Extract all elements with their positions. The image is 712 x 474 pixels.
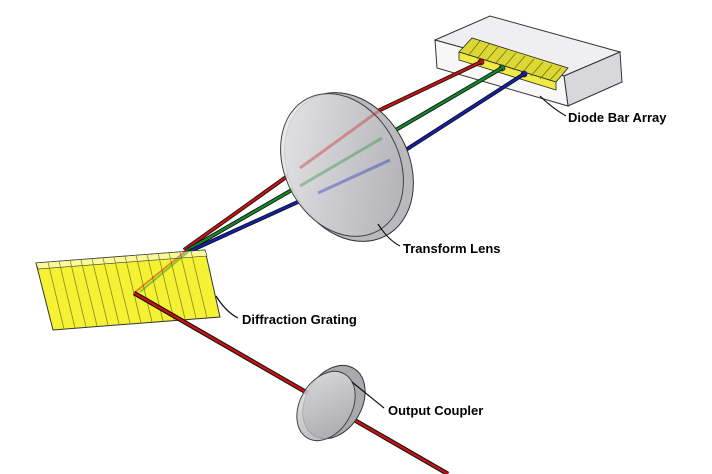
label-transform-lens: Transform Lens <box>403 241 501 256</box>
diode-bar-array <box>433 15 623 107</box>
output-coupler <box>296 364 366 442</box>
leader-diode-bar-array <box>539 95 567 117</box>
diffraction-grating <box>35 249 221 331</box>
beam-red-upper <box>182 60 482 252</box>
leader-diffraction-grating <box>215 295 239 319</box>
leader-transform-lens <box>377 223 401 247</box>
label-diode-bar-array: Diode Bar Array <box>568 110 667 125</box>
grating-grooves <box>47 250 208 330</box>
output-coupler-face <box>296 370 356 442</box>
leader-output-coupler <box>351 381 385 409</box>
transform-lens <box>280 92 414 242</box>
label-diffraction-grating: Diffraction Grating <box>242 312 357 327</box>
lens-face <box>280 93 404 237</box>
beams-through-lens <box>299 108 391 195</box>
grating-top-edge <box>35 249 208 270</box>
label-output-coupler: Output Coupler <box>388 403 483 418</box>
leader-lines <box>215 95 567 409</box>
output-beam <box>132 291 450 474</box>
